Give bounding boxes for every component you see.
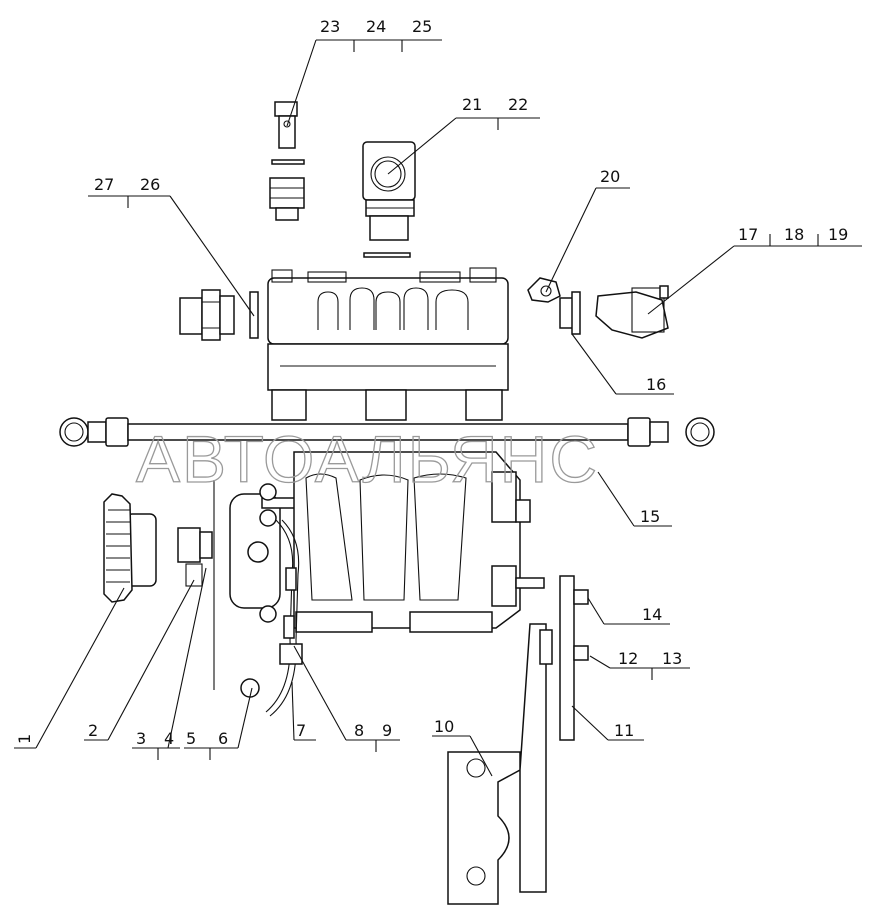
callout-14: 14 bbox=[642, 605, 662, 624]
leader-lines bbox=[14, 39, 862, 777]
callout-22: 22 bbox=[508, 95, 528, 114]
callout-17: 17 bbox=[738, 225, 758, 244]
callout-20: 20 bbox=[600, 167, 620, 186]
callout-27: 27 bbox=[94, 175, 114, 194]
bracket-part bbox=[279, 623, 553, 905]
banjo-bolt-part bbox=[269, 101, 305, 221]
callout-labels: 1 2 3 4 5 6 7 8 9 10 11 12 13 14 15 16 1… bbox=[15, 17, 848, 748]
callout-21: 21 bbox=[462, 95, 482, 114]
fitting-part bbox=[362, 141, 416, 258]
callout-13: 13 bbox=[662, 649, 682, 668]
pump-head-part bbox=[267, 267, 509, 421]
nut-part bbox=[177, 480, 215, 690]
callout-12: 12 bbox=[618, 649, 638, 668]
callout-26: 26 bbox=[140, 175, 160, 194]
callout-9: 9 bbox=[382, 721, 392, 740]
callout-4: 4 bbox=[164, 729, 174, 748]
callout-10: 10 bbox=[434, 717, 454, 736]
gear-part bbox=[103, 493, 157, 603]
callout-23: 23 bbox=[320, 17, 340, 36]
callout-7: 7 bbox=[296, 721, 306, 740]
bracket-plate-part bbox=[559, 575, 589, 741]
side-fitting-part bbox=[179, 289, 259, 341]
watermark-text: АВТОАЛЬЯНС bbox=[136, 422, 599, 496]
callout-18: 18 bbox=[784, 225, 804, 244]
pipe-part bbox=[59, 417, 715, 447]
pump-body-part bbox=[229, 451, 545, 717]
callout-24: 24 bbox=[366, 17, 386, 36]
callout-11: 11 bbox=[614, 721, 634, 740]
callout-8: 8 bbox=[354, 721, 364, 740]
callout-2: 2 bbox=[88, 721, 98, 740]
right-fittings-part bbox=[527, 277, 669, 339]
callout-16: 16 bbox=[646, 375, 666, 394]
callout-6: 6 bbox=[218, 729, 228, 748]
callout-25: 25 bbox=[412, 17, 432, 36]
callout-15: 15 bbox=[640, 507, 660, 526]
callout-5: 5 bbox=[186, 729, 196, 748]
callout-19: 19 bbox=[828, 225, 848, 244]
callout-1: 1 bbox=[15, 734, 34, 744]
callout-3: 3 bbox=[136, 729, 146, 748]
